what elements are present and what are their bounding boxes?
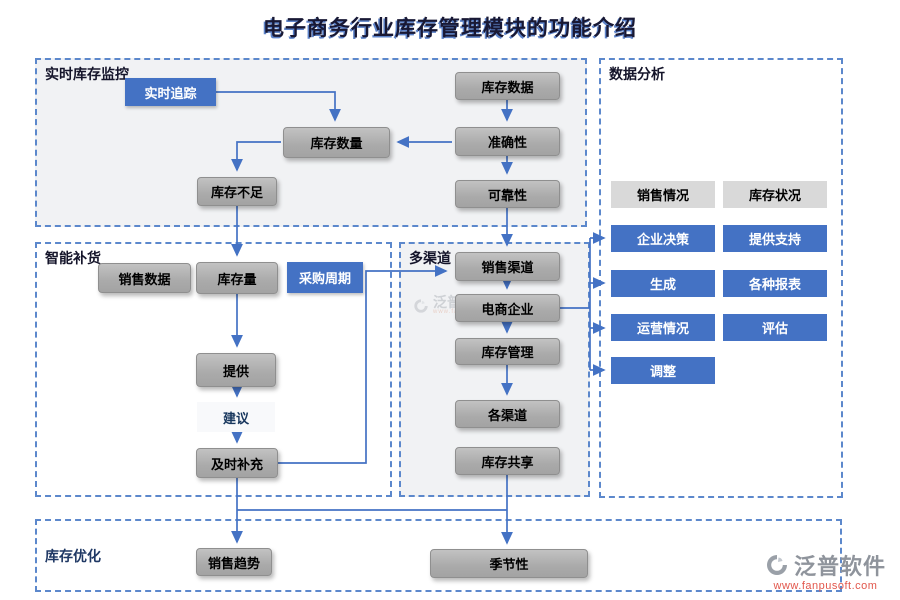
- node-operation-status: 运营情况: [611, 314, 715, 341]
- node-procurement-cycle: 采购周期: [287, 262, 363, 293]
- node-sales-channels: 销售渠道: [455, 252, 560, 281]
- node-inventory-management: 库存管理: [455, 338, 560, 365]
- group-inventory-optimize-label: 库存优化: [45, 547, 101, 564]
- node-realtime-tracking: 实时追踪: [125, 78, 216, 106]
- node-evaluate: 评估: [723, 314, 827, 341]
- node-enterprise-decision: 企业决策: [611, 225, 715, 252]
- node-generate: 生成: [611, 270, 715, 297]
- edge-tracking-quantity: [216, 91, 341, 122]
- node-provide: 提供: [196, 353, 276, 387]
- node-seasonality: 季节性: [430, 549, 588, 578]
- node-reliability: 可靠性: [455, 180, 560, 208]
- group-data-analysis-label: 数据分析: [609, 66, 665, 82]
- node-sales-trend: 销售趋势: [196, 548, 272, 576]
- group-realtime-monitor-label: 实时库存监控: [45, 66, 129, 82]
- node-each-channel: 各渠道: [455, 400, 560, 428]
- fanpu-logo-icon: [766, 555, 787, 575]
- edge-enterprise-trunk: [560, 238, 591, 370]
- node-accuracy: 准确性: [455, 127, 560, 156]
- node-inventory-level: 库存量: [196, 262, 278, 294]
- brand-logo: 泛普软件 www.fanpusoft.com: [765, 549, 886, 592]
- group-multi-channel-label: 多渠道: [409, 250, 451, 266]
- edge-replenish-channels: [278, 265, 448, 464]
- node-suggestion: 建议: [197, 402, 275, 432]
- node-inventory-status: 库存状况: [723, 181, 827, 208]
- node-various-reports: 各种报表: [723, 270, 827, 297]
- node-inventory-sharing: 库存共享: [455, 447, 560, 475]
- node-timely-replenish: 及时补充: [196, 448, 278, 478]
- group-smart-replenish-label: 智能补货: [45, 250, 101, 266]
- node-sales-data: 销售数据: [98, 263, 191, 293]
- node-adjust: 调整: [611, 357, 715, 384]
- node-provide-support: 提供支持: [723, 225, 827, 252]
- edge-quantity-shortage: [231, 141, 281, 172]
- page-title: 电子商务行业库存管理模块的功能介绍: [263, 17, 637, 40]
- node-sales-situation: 销售情况: [611, 181, 715, 208]
- node-inventory-shortage: 库存不足: [197, 177, 277, 206]
- node-inventory-quantity: 库存数量: [283, 127, 390, 158]
- brand-url: www.fanpusoft.com: [773, 580, 878, 592]
- node-ecommerce-enterprise: 电商企业: [455, 294, 560, 322]
- fanpu-logo-icon: [414, 298, 428, 313]
- brand-name: 泛普软件: [793, 554, 886, 579]
- node-inventory-data: 库存数据: [455, 72, 560, 100]
